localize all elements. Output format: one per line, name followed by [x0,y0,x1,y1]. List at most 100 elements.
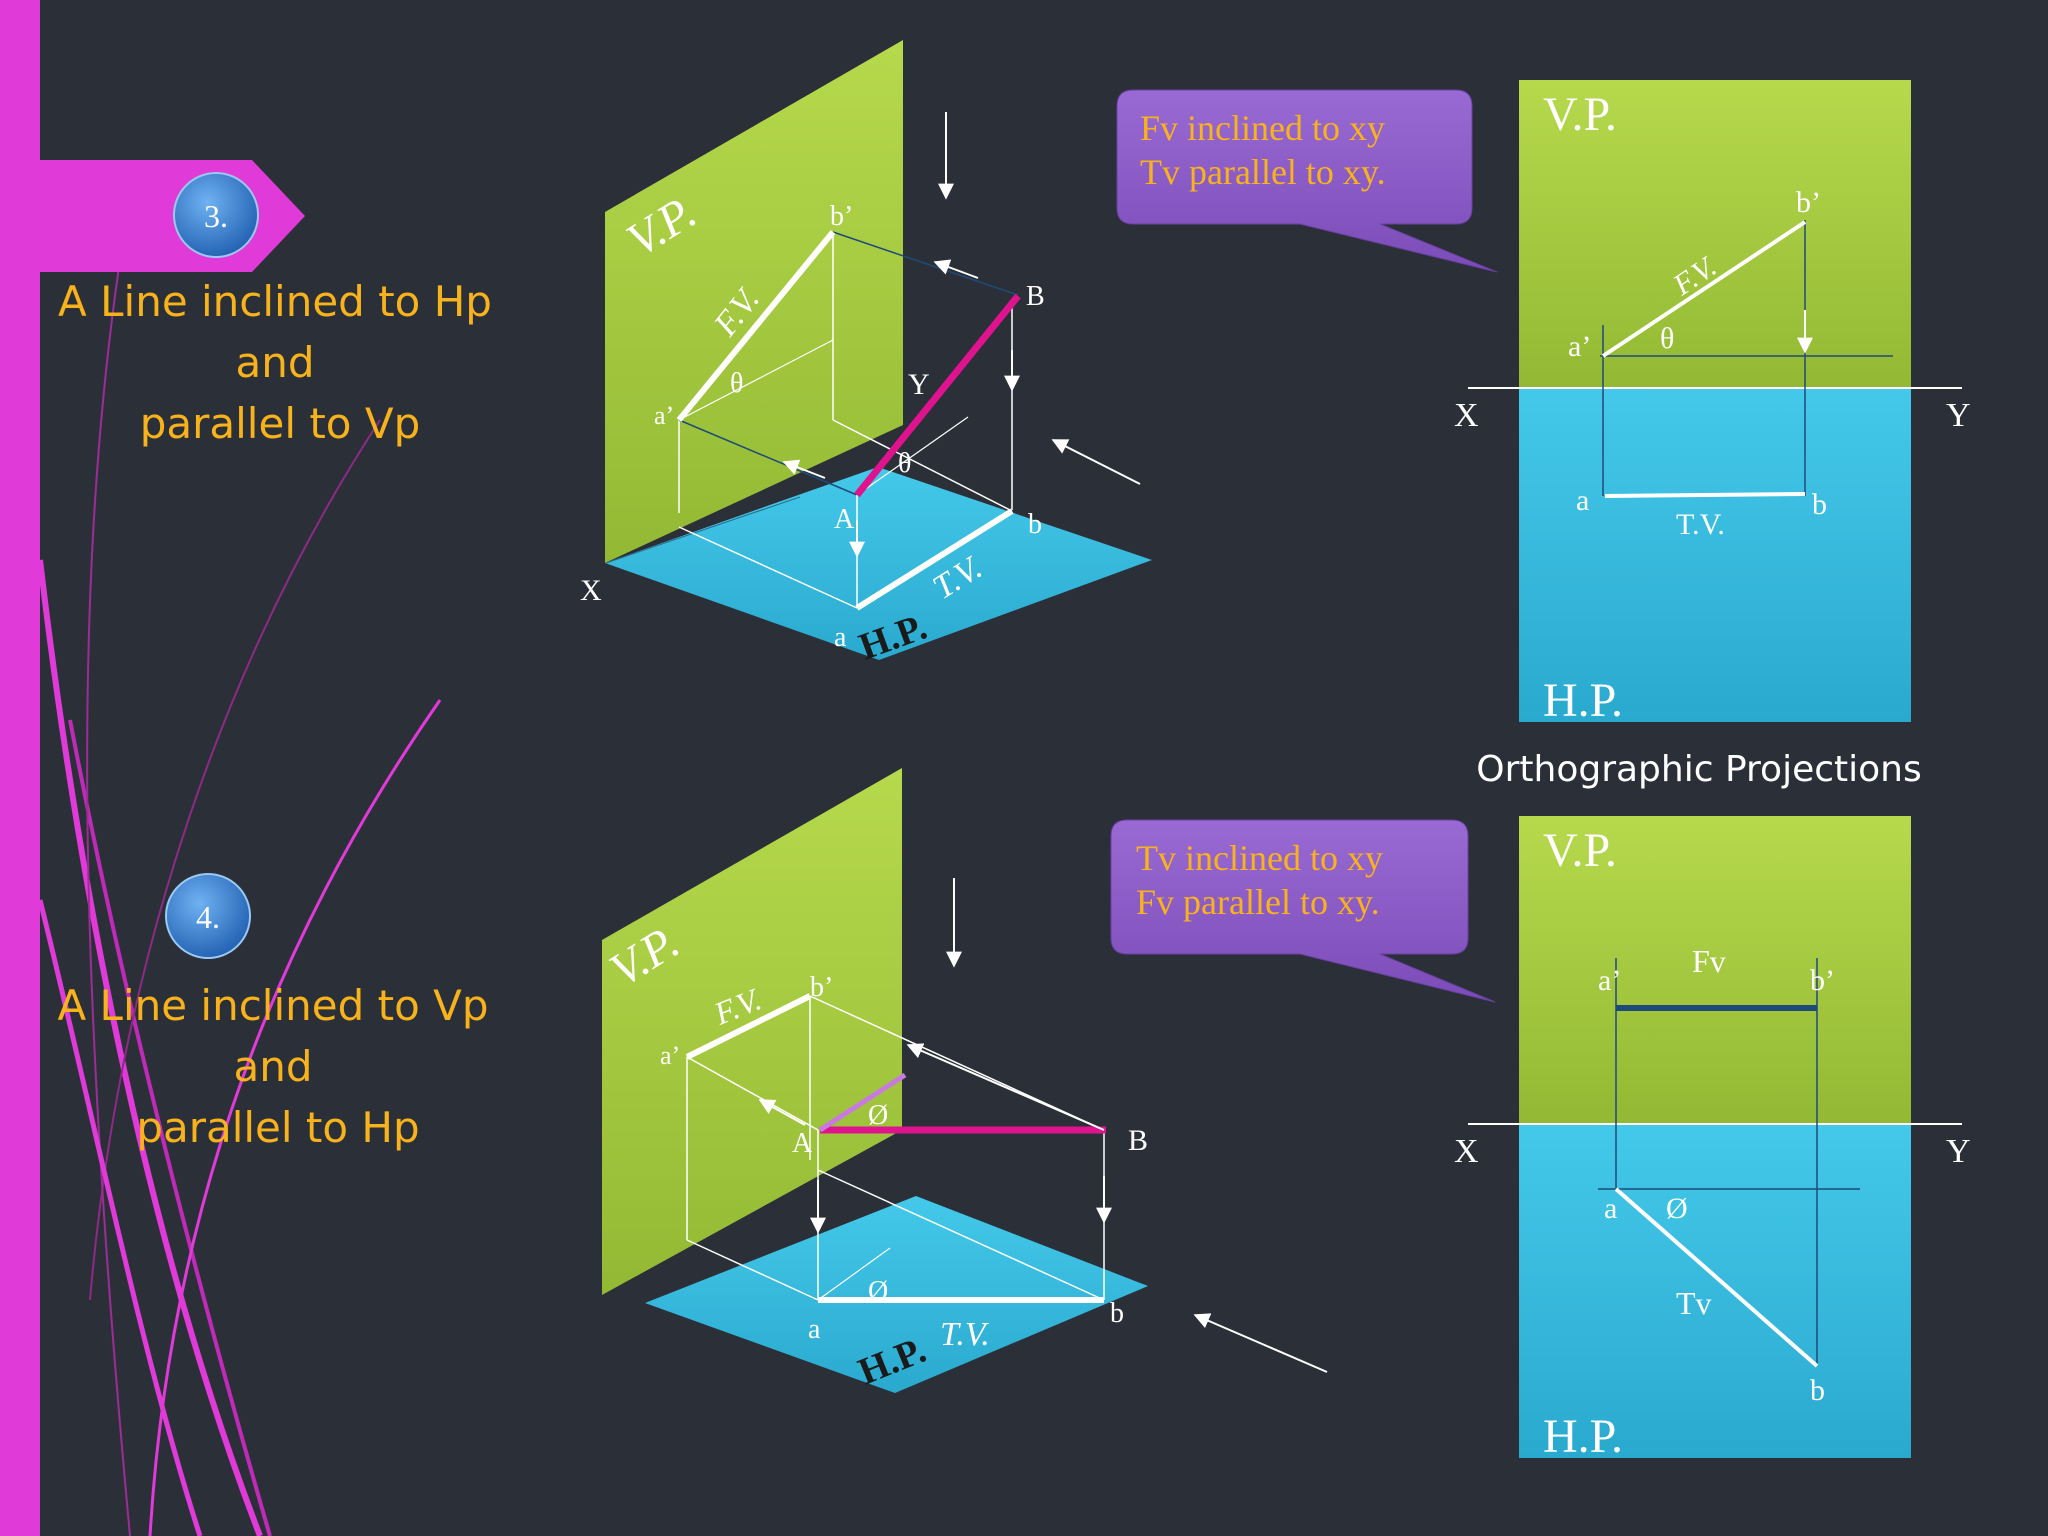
case-3-ortho-tv-line [1604,492,1806,498]
case-4-hp-plane [645,1196,1148,1393]
case-4-vp-plane [602,768,902,1295]
case-4-callout-line-2: Fv parallel to xy. [1136,882,1380,922]
case-3-pictorial: V.P. H.P. F.V. T.V. θ θ a’ b’ A B [580,40,1152,668]
case-3-ortho-point-a-tv: a [1576,484,1589,517]
case-3-theta-fv: θ [730,368,743,399]
case-4-phi-line-hp [817,1247,891,1301]
case-3-title-line-2: and [235,338,314,387]
case-4-phi-hp: Ø [868,1276,888,1307]
case-3-point-b-fv: b’ [830,201,853,232]
case-3-ortho-fv-line [1601,220,1807,358]
case-3-ortho-vp [1519,80,1911,388]
case-3-projector-3 [678,526,858,609]
case-4-projector-8 [817,1169,1105,1301]
case-4-title-line-2: and [233,1042,312,1091]
case-4-ortho-tv-line [1614,1187,1819,1368]
case-4-point-b-fv: b’ [810,972,833,1003]
case-4-callout: Tv inclined to xy Fv parallel to xy. [1110,819,1496,1003]
case-4-orthographic: V.P. H.P. X Y Fv Tv Ø a’ b’ a b [1454,816,1971,1463]
case-4-point-a-tv: a [808,1314,821,1345]
case-3-ortho-theta: θ [1660,322,1674,355]
swoosh-2 [68,719,272,1536]
case-3-tv-line [855,508,1014,611]
swoosh-5 [86,259,131,1536]
case-3-callout: Fv inclined to xy Tv parallel to xy. [1116,89,1498,273]
case-4-arrow-viewer [1193,1313,1328,1373]
case-3-banner [0,160,305,272]
swoosh-3 [148,699,442,1536]
case-4-point-b-tv: b [1110,1298,1124,1329]
case-3-callout-line-2: Tv parallel to xy. [1140,152,1386,192]
case-3-xy-line-1 [605,496,801,564]
case-4-ortho-vp [1519,816,1911,1124]
case-3-arrow-viewer [1051,439,1141,485]
swoosh-1 [37,559,263,1536]
case-4-point-a-fv: a’ [660,1041,680,1070]
case-3-true-line [854,293,1021,498]
case-4-ortho-vp-label: V.P. [1543,824,1617,877]
case-3-title-line-3: parallel to Vp [140,399,421,448]
case-4-arrow-left-1 [906,1043,1105,1131]
case-3-ortho-axis-y: Y [1946,397,1971,434]
case-3-axis-y: Y [908,368,930,401]
case-3-hp-plane [605,467,1152,660]
case-4-title-line-3: parallel to Hp [136,1103,419,1152]
case-4-callout-line-1: Tv inclined to xy [1136,838,1383,878]
case-3-title-line-1: A Line inclined to Hp [58,277,492,326]
case-3-ortho-axis-x: X [1454,397,1479,434]
case-4-ortho-point-b-fv: b’ [1810,964,1835,997]
case-3-ortho-hp [1519,388,1911,722]
case-4-ortho-phi: Ø [1666,1192,1688,1225]
case-4-projector-1 [686,1056,819,1131]
case-4-projector-7 [686,1239,819,1301]
case-3-orthographic: V.P. H.P. X Y F.V. T.V. θ a’ b’ a b [1454,80,1971,727]
case-3-projector-5 [678,419,858,496]
case-4-badge [165,873,251,959]
case-3-point-b-upper: B [1026,281,1045,312]
case-3-ortho-tv-label: T.V. [1676,508,1725,541]
case-4-ortho-hp [1519,1124,1911,1458]
case-3-theta-line-3d [856,416,969,496]
case-4-arrow-left-2 [758,1099,806,1126]
case-4-phi-line-3d [818,1072,907,1133]
case-4-callout-bubble [1110,819,1496,1003]
case-4-phi-3d: Ø [868,1100,888,1131]
case-4-tv-label: T.V. [940,1316,990,1353]
case-4-ortho-axis-y: Y [1946,1133,1971,1170]
case-3-ortho-point-a-fv: a’ [1568,330,1591,363]
case-3-ortho-point-b-fv: b’ [1796,186,1821,219]
case-4-point-a-upper: A [792,1128,813,1159]
case-3-projector-4 [832,419,1013,512]
case-3-ortho-point-b-tv: b [1812,488,1827,521]
case-3-header: 3. A Line inclined to Hp and parallel to… [0,160,492,448]
case-3-callout-bubble [1116,89,1498,273]
case-4-number: 4. [196,899,220,935]
ortho-caption: Orthographic Projections [1476,749,1921,790]
case-3-arrow-left-1 [933,259,979,279]
case-4-title-line-1: A Line inclined to Vp [57,981,488,1030]
case-3-axis-x: X [580,574,602,607]
case-3-callout-line-1: Fv inclined to xy [1140,108,1385,148]
case-3-point-b-tv: b [1028,509,1042,540]
swoosh-6 [37,899,203,1536]
case-4-ortho-point-b-tv: b [1810,1374,1825,1407]
case-4-ortho-point-a-fv: a’ [1598,964,1621,997]
case-3-projector-6 [832,231,1019,296]
case-3-point-a-fv: a’ [654,401,674,430]
case-4-ortho-point-a-tv: a [1604,1192,1617,1225]
case-4-header: 4. A Line inclined to Vp and parallel to… [57,873,489,1152]
case-3-number: 3. [204,198,228,234]
case-3-fv-line [676,230,836,422]
case-4-point-b-upper: B [1128,1124,1148,1157]
case-3-badge [173,172,259,258]
case-4-ortho-tv-label: Tv [1676,1285,1712,1321]
case-4-fv-line [685,993,812,1060]
case-3-point-a-tv: a [834,622,847,653]
case-4-ortho-axis-x: X [1454,1133,1479,1170]
case-3-theta-arc-line [678,339,834,421]
case-4-ortho-hp-label: H.P. [1543,1410,1623,1463]
case-4-ortho-fv-label: Fv [1692,943,1726,979]
swoosh-4 [89,419,381,1301]
case-3-ortho-hp-label: H.P. [1543,674,1623,727]
